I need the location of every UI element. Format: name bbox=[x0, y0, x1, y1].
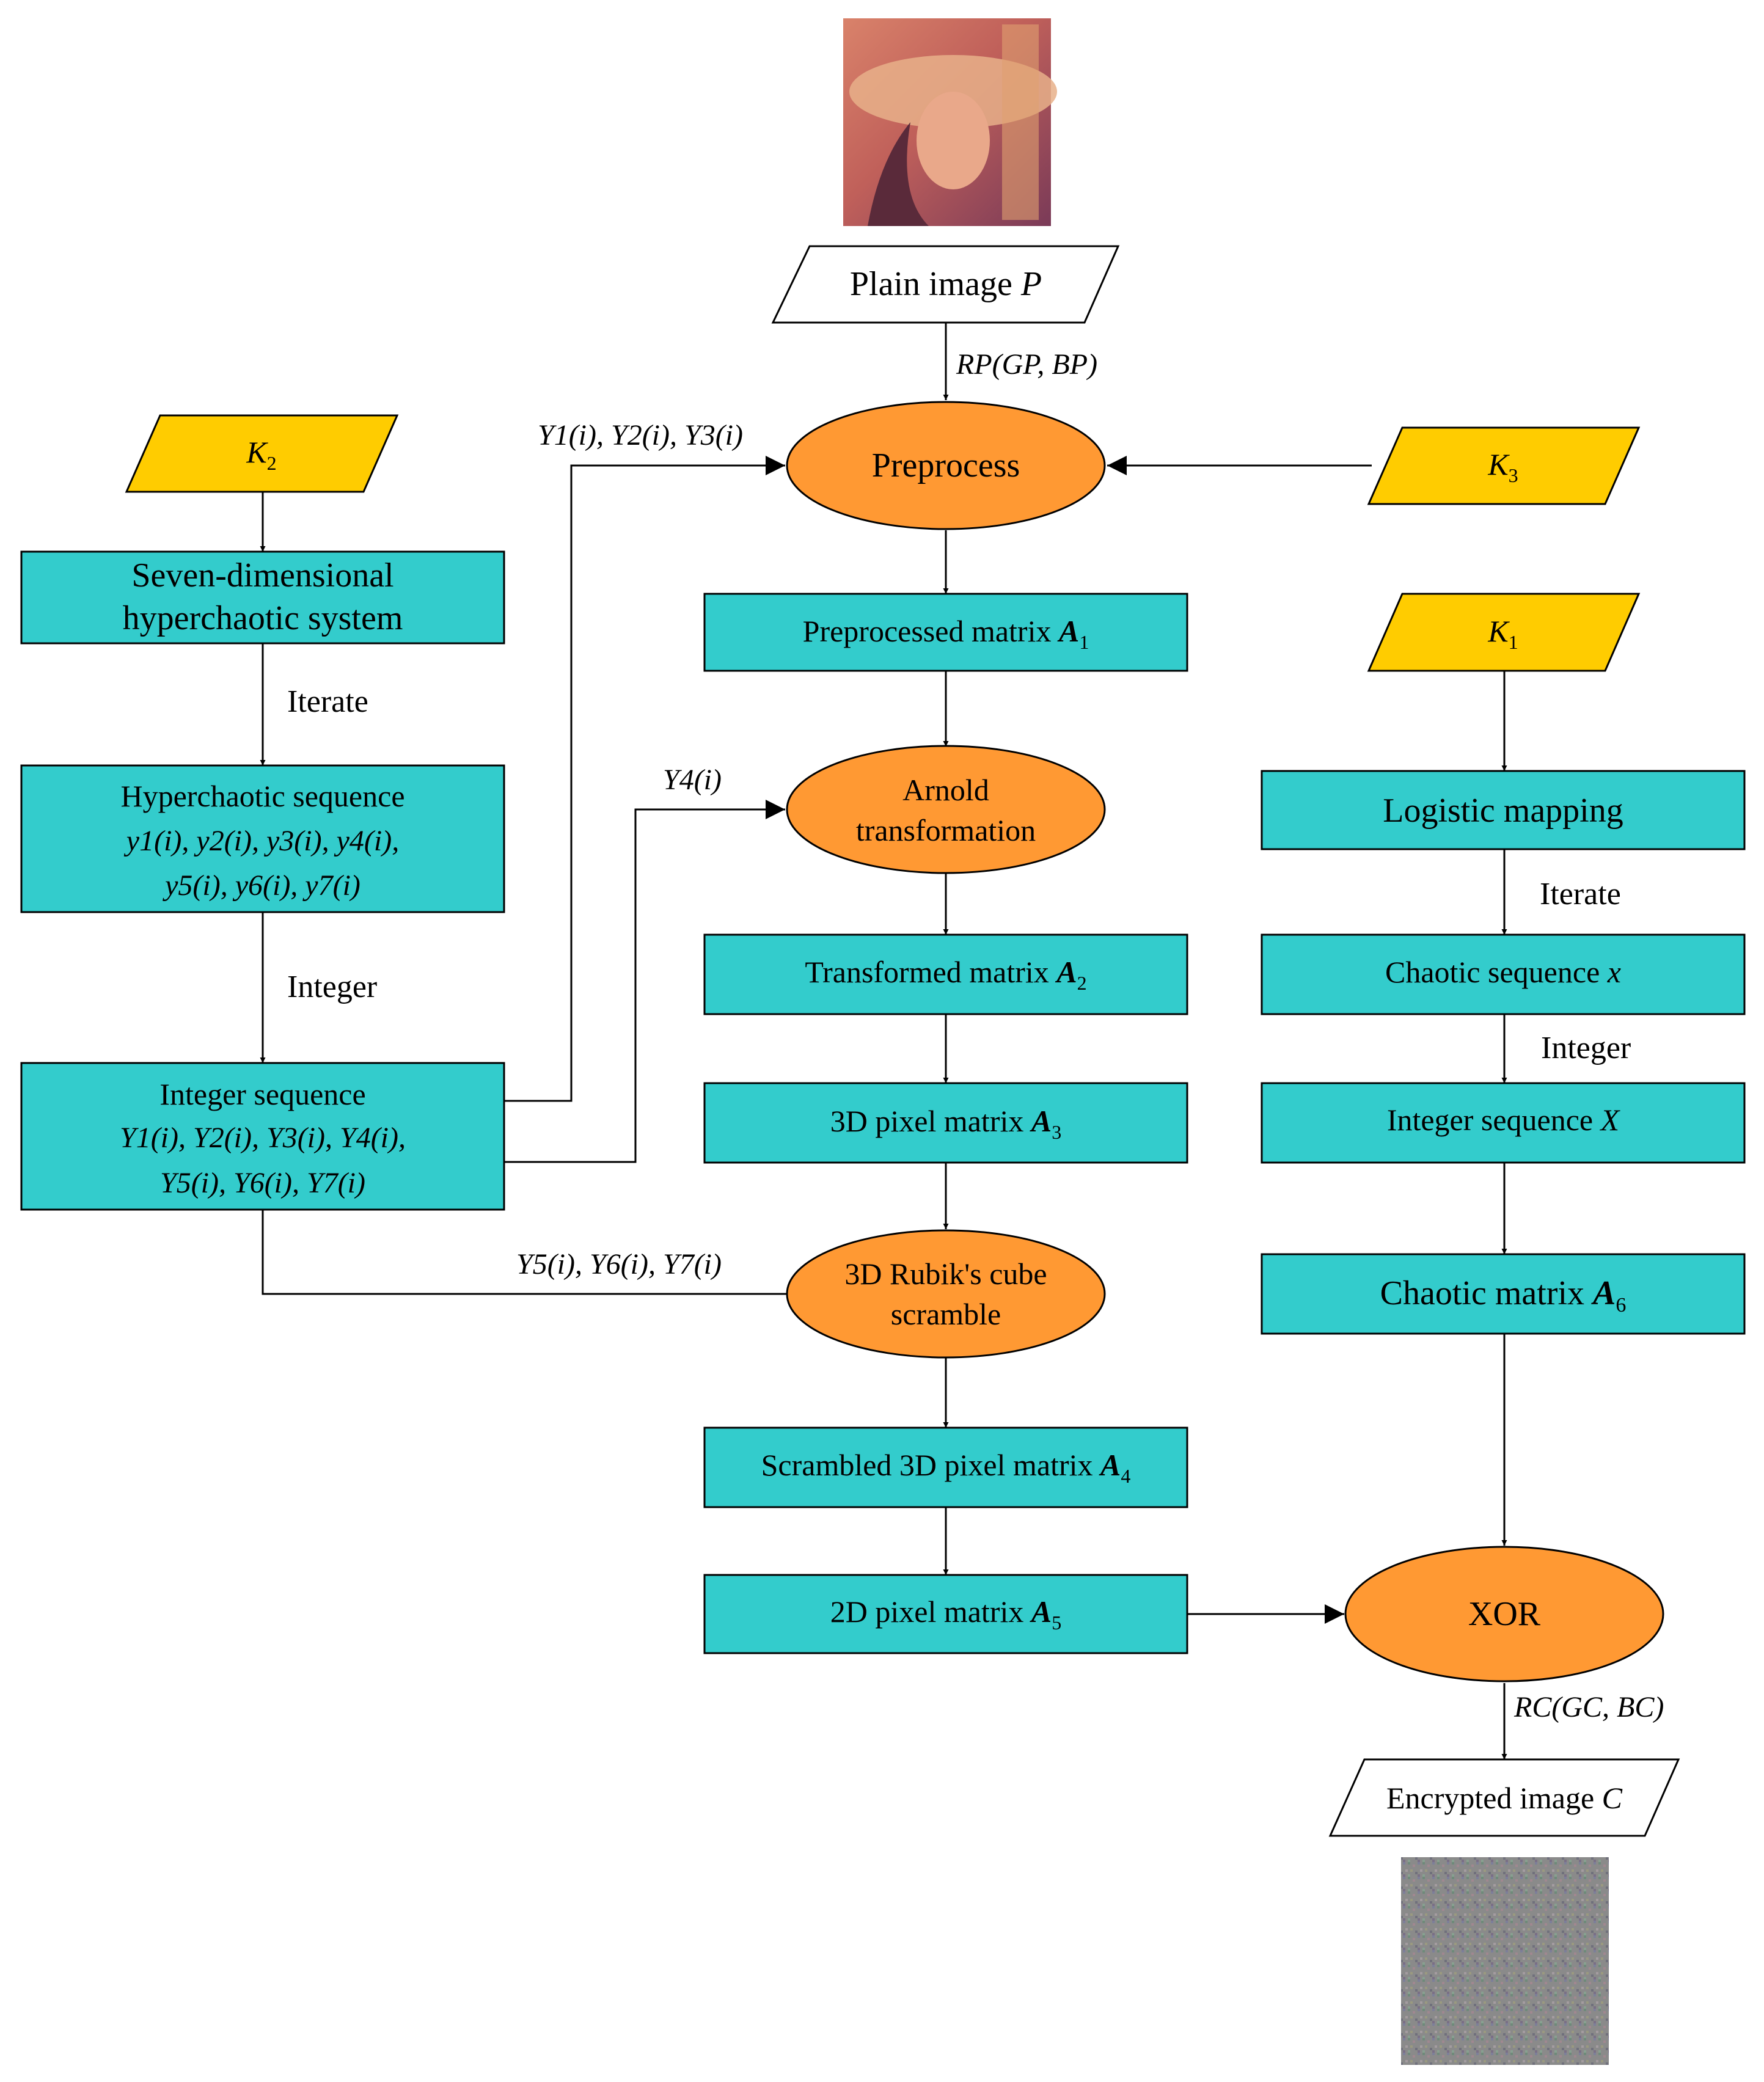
integer-sequence-right-node: Integer sequence X bbox=[1261, 1082, 1746, 1164]
svg-text:3D pixel matrix A3: 3D pixel matrix A3 bbox=[830, 1104, 1061, 1143]
transformed-matrix-sub: 2 bbox=[1077, 972, 1087, 994]
scrambled-label: Scrambled 3D pixel matrix bbox=[761, 1448, 1093, 1482]
edge-label-y567: Y5(i), Y6(i), Y7(i) bbox=[516, 1248, 722, 1280]
pixel2d-var: A bbox=[1030, 1594, 1052, 1629]
preprocessed-matrix-node: Preprocessed matrix A1 bbox=[703, 593, 1188, 672]
svg-text:Scrambled 3D pixel matrix A4: Scrambled 3D pixel matrix A4 bbox=[761, 1448, 1131, 1487]
edge-label-iterate-right: Iterate bbox=[1540, 877, 1621, 911]
plain-image-var: P bbox=[1020, 265, 1042, 303]
rubik-scramble-node: 3D Rubik's cube scramble bbox=[786, 1229, 1106, 1359]
svg-text:Chaotic sequence x: Chaotic sequence x bbox=[1385, 955, 1621, 989]
transformed-matrix-label: Transformed matrix bbox=[805, 955, 1049, 989]
scrambled-matrix-node: Scrambled 3D pixel matrix A4 bbox=[703, 1426, 1188, 1508]
transformed-matrix-node: Transformed matrix A2 bbox=[703, 933, 1188, 1015]
connector-y567-to-rubik bbox=[262, 1210, 788, 1295]
plain-image-label: Plain image bbox=[850, 265, 1012, 303]
logistic-mapping-node: Logistic mapping bbox=[1261, 770, 1746, 850]
preprocess-node: Preprocess bbox=[786, 401, 1106, 530]
transformed-matrix-var: A bbox=[1055, 955, 1077, 989]
int-seq-left-line2: Y5(i), Y6(i), Y7(i) bbox=[160, 1167, 365, 1199]
arrow-y4-to-arnold bbox=[504, 800, 785, 1163]
preprocess-label: Preprocess bbox=[872, 447, 1020, 484]
encrypted-image-icon bbox=[1401, 1857, 1609, 2065]
edge-label-rp: RP(GP, BP) bbox=[956, 348, 1097, 381]
logistic-label: Logistic mapping bbox=[1383, 792, 1623, 830]
pixel2d-label: 2D pixel matrix bbox=[830, 1594, 1024, 1629]
svg-text:Integer sequence X: Integer sequence X bbox=[1387, 1103, 1621, 1137]
pixel-3d-matrix-node: 3D pixel matrix A3 bbox=[703, 1082, 1188, 1164]
edge-label-integer-left: Integer bbox=[287, 970, 377, 1004]
preprocessed-matrix-var: A bbox=[1057, 614, 1079, 648]
k2-label: K bbox=[246, 435, 268, 469]
pixel-2d-matrix-node: 2D pixel matrix A5 bbox=[703, 1574, 1188, 1654]
scrambled-sub: 4 bbox=[1121, 1465, 1130, 1487]
chaotic-matrix-label: Chaotic matrix bbox=[1380, 1274, 1584, 1312]
encrypted-label: Encrypted image bbox=[1386, 1781, 1594, 1815]
seven-dim-system-node: Seven-dimensional hyperchaotic system bbox=[20, 550, 505, 645]
svg-text:Plain image P: Plain image P bbox=[850, 265, 1042, 303]
svg-text:K3: K3 bbox=[1487, 447, 1518, 486]
k2-sub: 2 bbox=[267, 452, 277, 474]
arnold-line2: transformation bbox=[856, 813, 1036, 847]
svg-text:Preprocessed matrix A1: Preprocessed matrix A1 bbox=[803, 614, 1089, 653]
plain-image-node: Plain image P bbox=[771, 245, 1120, 324]
chaotic-matrix-sub: 6 bbox=[1616, 1294, 1626, 1317]
k3-label: K bbox=[1487, 447, 1510, 481]
preprocessed-matrix-label: Preprocessed matrix bbox=[803, 614, 1052, 648]
arnold-line1: Arnold bbox=[902, 773, 989, 807]
integer-sequence-left-node: Integer sequence Y1(i), Y2(i), Y3(i), Y4… bbox=[20, 1062, 505, 1211]
chaotic-matrix-var: A bbox=[1591, 1274, 1616, 1312]
edge-label-y4: Y4(i) bbox=[663, 764, 722, 796]
edge-label-y123: Y1(i), Y2(i), Y3(i) bbox=[538, 419, 743, 451]
svg-text:K2: K2 bbox=[246, 435, 276, 474]
hyper-seq-line2: y5(i), y6(i), y7(i) bbox=[162, 869, 360, 902]
chaotic-sequence-node: Chaotic sequence x bbox=[1261, 933, 1746, 1015]
encrypted-var: C bbox=[1602, 1781, 1623, 1815]
key-k1-node: K1 bbox=[1367, 593, 1641, 672]
arrow-y123-to-preprocess bbox=[504, 456, 785, 1102]
encrypted-image-node: Encrypted image C bbox=[1328, 1758, 1680, 1837]
svg-text:Encrypted image C: Encrypted image C bbox=[1386, 1781, 1623, 1815]
key-k2-node: K2 bbox=[125, 414, 399, 493]
preprocessed-matrix-sub: 1 bbox=[1079, 631, 1089, 653]
arnold-transformation-node: Arnold transformation bbox=[786, 745, 1106, 874]
plain-image-icon bbox=[843, 18, 1057, 226]
chaotic-matrix-node: Chaotic matrix A6 bbox=[1261, 1253, 1746, 1335]
k3-sub: 3 bbox=[1509, 464, 1518, 486]
hyperchaotic-sequence-node: Hyperchaotic sequence y1(i), y2(i), y3(i… bbox=[20, 764, 505, 913]
rubik-line2: scramble bbox=[891, 1297, 1001, 1331]
svg-text:2D pixel matrix A5: 2D pixel matrix A5 bbox=[830, 1594, 1061, 1634]
int-seq-left-line1: Y1(i), Y2(i), Y3(i), Y4(i), bbox=[120, 1122, 406, 1154]
pixel3d-label: 3D pixel matrix bbox=[830, 1104, 1024, 1138]
xor-node: XOR bbox=[1344, 1546, 1664, 1682]
pixel3d-var: A bbox=[1030, 1104, 1052, 1138]
edge-label-integer-right: Integer bbox=[1541, 1031, 1631, 1065]
int-seq-right-var: X bbox=[1600, 1103, 1621, 1137]
scrambled-var: A bbox=[1099, 1448, 1121, 1482]
k1-label: K bbox=[1487, 614, 1510, 648]
edge-label-rc: RC(GC, BC) bbox=[1513, 1691, 1664, 1723]
hyper-seq-line1: y1(i), y2(i), y3(i), y4(i), bbox=[123, 825, 399, 857]
k1-sub: 1 bbox=[1509, 631, 1518, 653]
chaotic-seq-var: x bbox=[1607, 955, 1621, 989]
edge-label-iterate-left: Iterate bbox=[287, 684, 368, 719]
int-seq-left-title: Integer sequence bbox=[159, 1077, 365, 1111]
seven-dim-line1: Seven-dimensional bbox=[131, 557, 393, 594]
seven-dim-line2: hyperchaotic system bbox=[123, 599, 403, 637]
svg-text:Transformed matrix A2: Transformed matrix A2 bbox=[805, 955, 1086, 994]
pixel2d-sub: 5 bbox=[1052, 1612, 1061, 1634]
rubik-line1: 3D Rubik's cube bbox=[844, 1257, 1047, 1291]
pixel3d-sub: 3 bbox=[1052, 1121, 1061, 1143]
svg-text:Chaotic matrix A6: Chaotic matrix A6 bbox=[1380, 1274, 1627, 1317]
xor-label: XOR bbox=[1468, 1595, 1541, 1633]
chaotic-seq-label: Chaotic sequence bbox=[1385, 955, 1600, 989]
key-k3-node: K3 bbox=[1367, 426, 1641, 505]
hyper-seq-title: Hyperchaotic sequence bbox=[120, 779, 404, 813]
int-seq-right-label: Integer sequence bbox=[1387, 1103, 1593, 1137]
svg-text:K1: K1 bbox=[1487, 614, 1518, 653]
